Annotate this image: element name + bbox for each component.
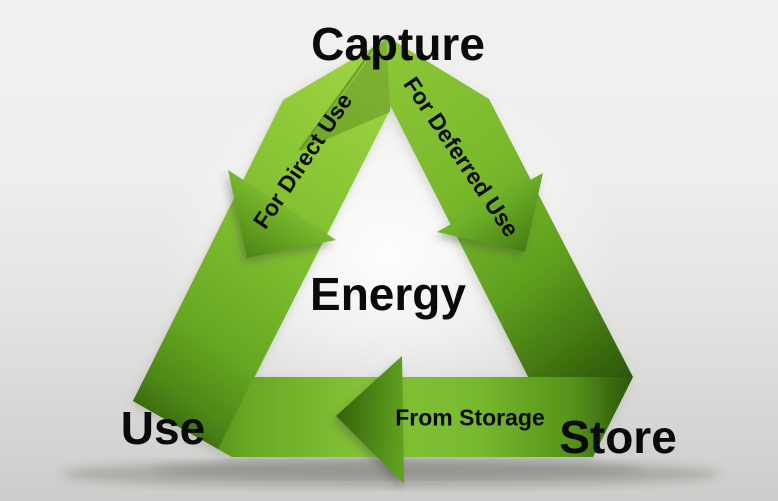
node-label-use: Use [120, 402, 206, 454]
node-label-capture: Capture [311, 18, 485, 70]
apex-fold-seam [298, 41, 380, 151]
down-left-arrowhead-icon [228, 170, 336, 258]
left-arrowhead-icon [336, 356, 404, 484]
edge-label-from-storage: From Storage [395, 404, 545, 431]
down-right-arrowhead-icon [437, 173, 543, 252]
apex-fold-crease [302, 38, 394, 150]
center-label-energy: Energy [310, 268, 466, 320]
node-label-store: Store [559, 411, 677, 463]
capture-to-use-band-lower [133, 300, 292, 449]
